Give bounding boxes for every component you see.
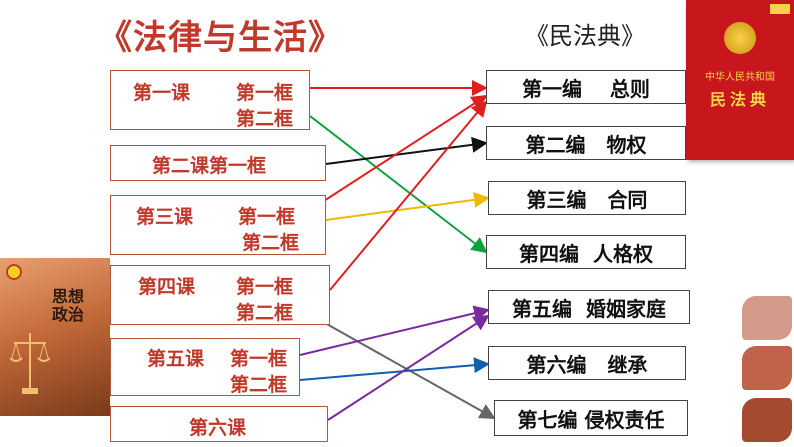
lesson-1-frame-2: 第二框: [236, 104, 293, 131]
decor-shape-2: [742, 346, 792, 390]
lesson-3-frame-2: 第二框: [242, 228, 299, 255]
chapter-7-part: 第七编: [518, 404, 578, 433]
connection-7: [300, 309, 494, 418]
chapter-4-part: 第四编: [519, 238, 579, 267]
lesson-2-name: 第二课第一框: [152, 151, 266, 178]
lesson-5-frame-1: 第一框: [230, 344, 287, 371]
connection-4: [310, 96, 486, 210]
chapter-5-name: 婚姻家庭: [586, 293, 666, 322]
lesson-5-frame-2: 第二框: [230, 370, 287, 397]
chapter-1-part: 第一编: [522, 73, 582, 102]
lesson-5-name: 第五课: [147, 344, 204, 371]
chapter-box-5: 第五编 婚姻家庭: [488, 290, 690, 324]
civil-code-cover-image: 中华人民共和国 民法典: [686, 0, 794, 160]
lesson-4-frame-1: 第一框: [236, 272, 293, 299]
lesson-4-name: 第四课: [138, 272, 195, 299]
connection-2: [310, 116, 486, 252]
chapter-box-2: 第二编 物权: [486, 126, 686, 160]
lesson-6-name: 第六课: [189, 413, 246, 440]
chapter-5-part: 第五编: [512, 293, 572, 322]
decor-shape-3: [742, 398, 792, 442]
chapter-box-6: 第六编 继承: [488, 346, 686, 380]
chapter-2-name: 物权: [606, 129, 646, 158]
chapter-box-1: 第一编 总则: [486, 70, 686, 104]
decor-shape-1: [742, 296, 792, 340]
textbook-title: 思想政治: [52, 288, 88, 324]
badge-icon: [6, 264, 22, 280]
civil-code-subtitle: 中华人民共和国: [686, 68, 794, 83]
chapter-3-name: 合同: [607, 184, 647, 213]
scales-of-justice-icon: [10, 328, 50, 398]
lesson-3-frame-1: 第一框: [238, 202, 295, 229]
connection-6: [330, 102, 486, 290]
chapter-2-part: 第二编: [526, 129, 586, 158]
lesson-4-frame-2: 第二框: [236, 298, 293, 325]
chapter-box-4: 第四编 人格权: [486, 235, 686, 269]
chapter-6-part: 第六编: [527, 349, 587, 378]
lesson-1-name: 第一课: [133, 78, 190, 105]
lesson-1-frame-1: 第一框: [236, 78, 293, 105]
national-emblem-icon: [724, 22, 756, 54]
connection-5: [326, 198, 488, 220]
lesson-3-name: 第三课: [136, 202, 193, 229]
chapter-box-3: 第三编 合同: [488, 181, 686, 215]
chapter-6-name: 继承: [607, 349, 647, 378]
textbook-cover-image: 思想政治: [0, 258, 110, 416]
chapter-box-7: 第七编 侵权责任: [494, 400, 688, 436]
cover-tag: [770, 4, 790, 14]
chapter-4-name: 人格权: [593, 238, 653, 267]
civil-code-title: 民法典: [686, 86, 794, 110]
chapter-1-name: 总则: [610, 73, 650, 102]
connection-10: [328, 316, 488, 420]
chapter-7-name: 侵权责任: [584, 404, 664, 433]
chapter-3-part: 第三编: [527, 184, 587, 213]
